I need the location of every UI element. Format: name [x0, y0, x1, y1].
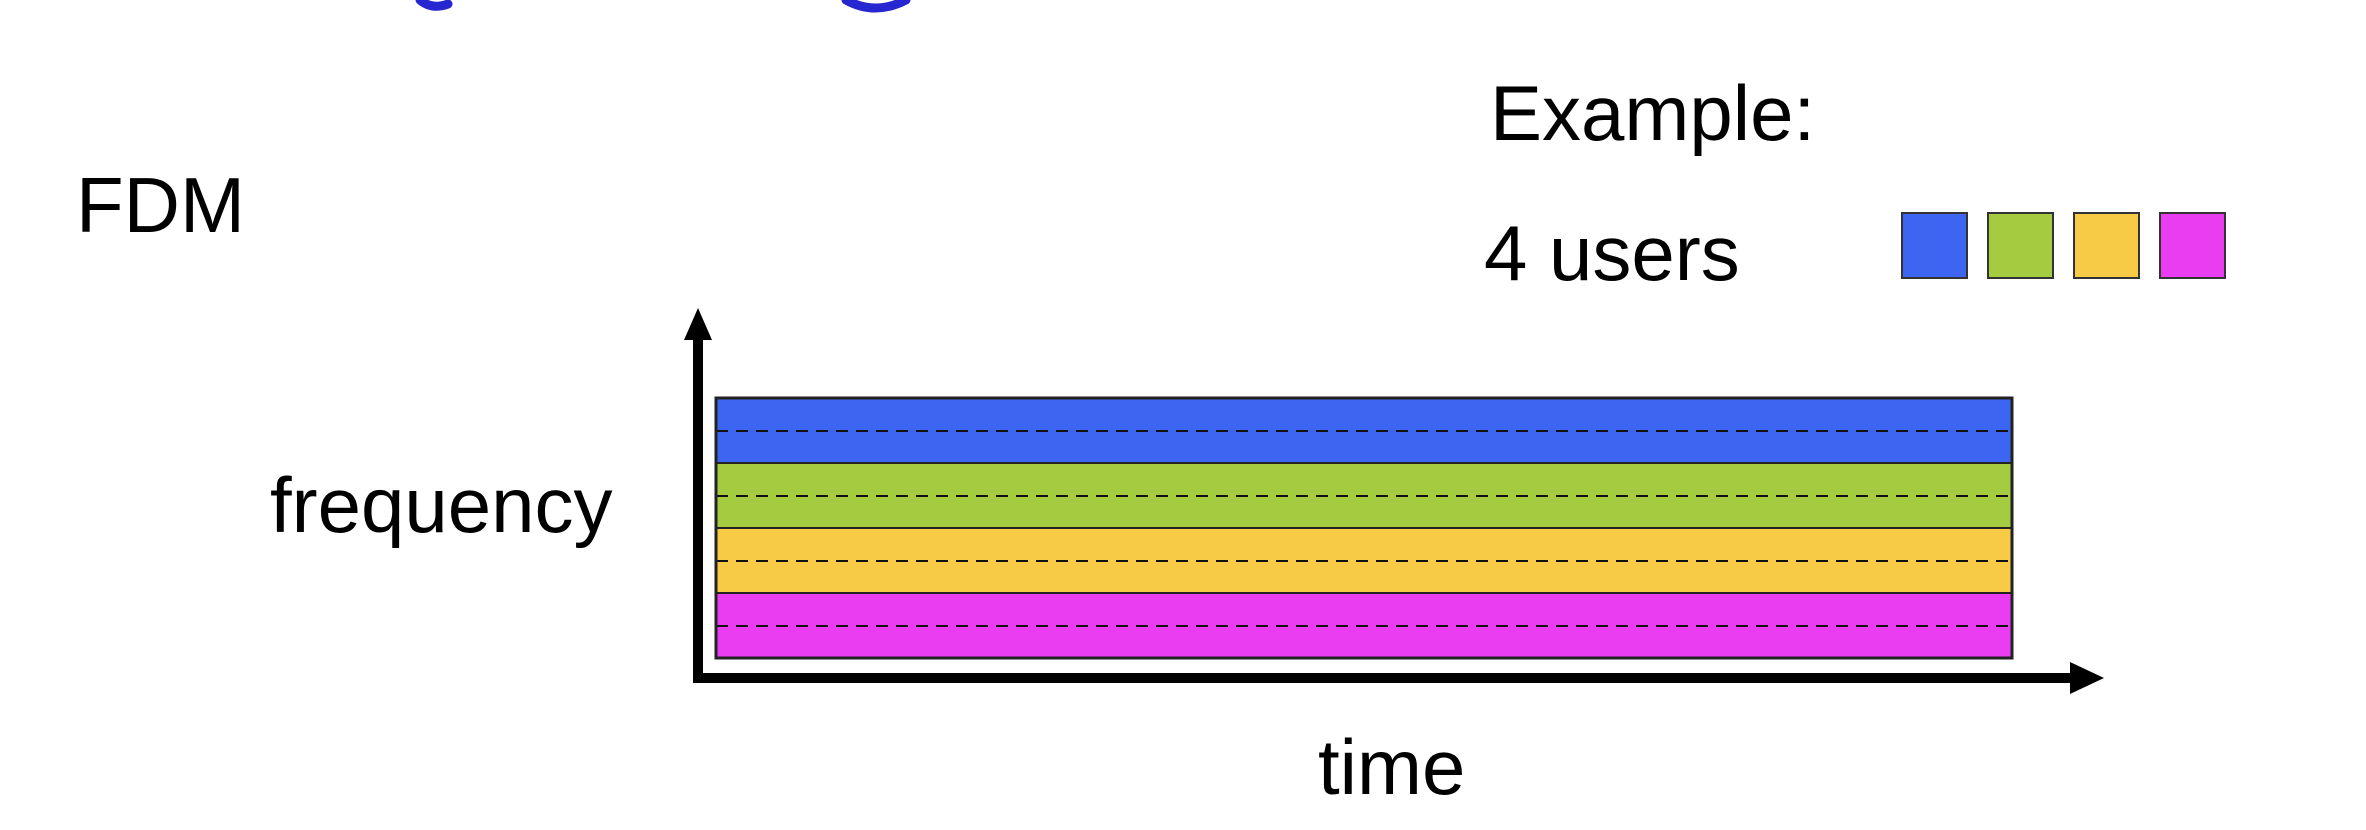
y-axis-label: frequency: [270, 461, 613, 549]
frequency-bands: [714, 396, 2014, 660]
title-fragment: [415, 0, 911, 13]
bands-outline: [714, 396, 2014, 660]
title-fragment-stroke-1: [415, 0, 453, 11]
legend-swatch-user-3: [2073, 212, 2140, 279]
example-heading: Example:: [1490, 69, 1815, 157]
y-axis-arrowhead: [684, 308, 712, 340]
users-label: 4 users: [1484, 209, 1740, 297]
user-legend: [1901, 212, 2226, 279]
fdm-label: FDM: [76, 161, 245, 249]
axes: [684, 308, 2104, 694]
legend-swatch-user-1: [1901, 212, 1968, 279]
legend-swatch-user-2: [1987, 212, 2054, 279]
legend-swatch-user-4: [2159, 212, 2226, 279]
x-axis-label: time: [1318, 723, 1465, 811]
title-fragment-stroke-2: [841, 0, 911, 13]
x-axis-arrowhead: [2070, 662, 2104, 694]
